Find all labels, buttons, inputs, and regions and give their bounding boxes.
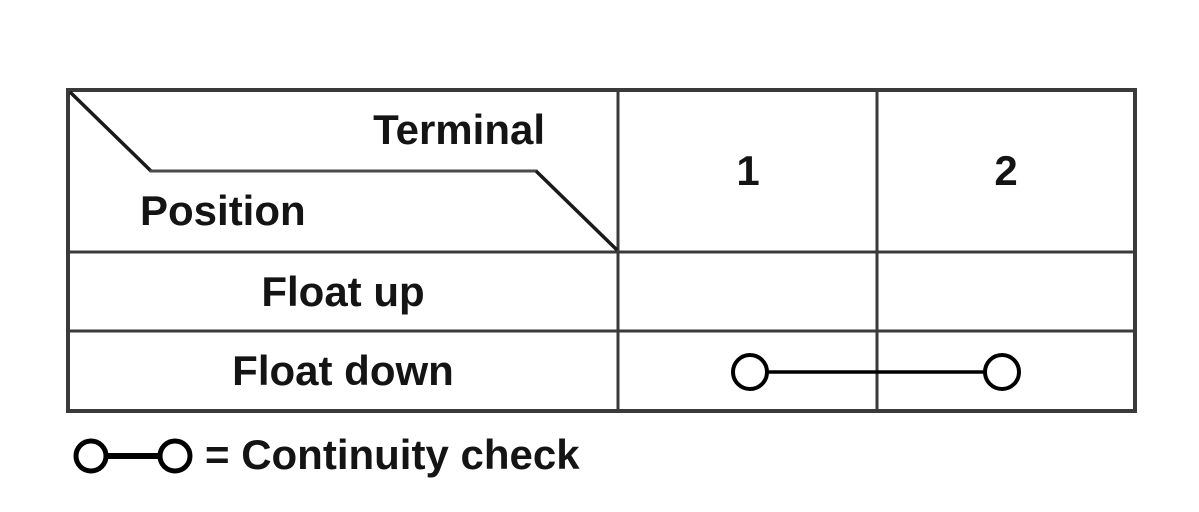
column-header-terminal-2: 2 [994, 147, 1018, 194]
continuity-terminal-2-circle [983, 353, 1021, 391]
legend-right-circle [157, 438, 193, 474]
legend-left-circle [73, 438, 109, 474]
header-diagonal-upper [68, 90, 153, 173]
row-label-float-down: Float down [232, 347, 454, 394]
circle-line-circle-icon [73, 438, 193, 474]
corner-terminal-label: Terminal [373, 106, 545, 153]
corner-position-label: Position [140, 187, 306, 234]
row-label-float-up: Float up [261, 268, 425, 315]
header-diagonal-lower [534, 169, 619, 252]
continuity-mark-float-down [731, 353, 1021, 391]
continuity-terminal-1-circle [731, 353, 769, 391]
legend-text: = Continuity check [205, 431, 580, 478]
column-header-terminal-1: 1 [736, 147, 760, 194]
